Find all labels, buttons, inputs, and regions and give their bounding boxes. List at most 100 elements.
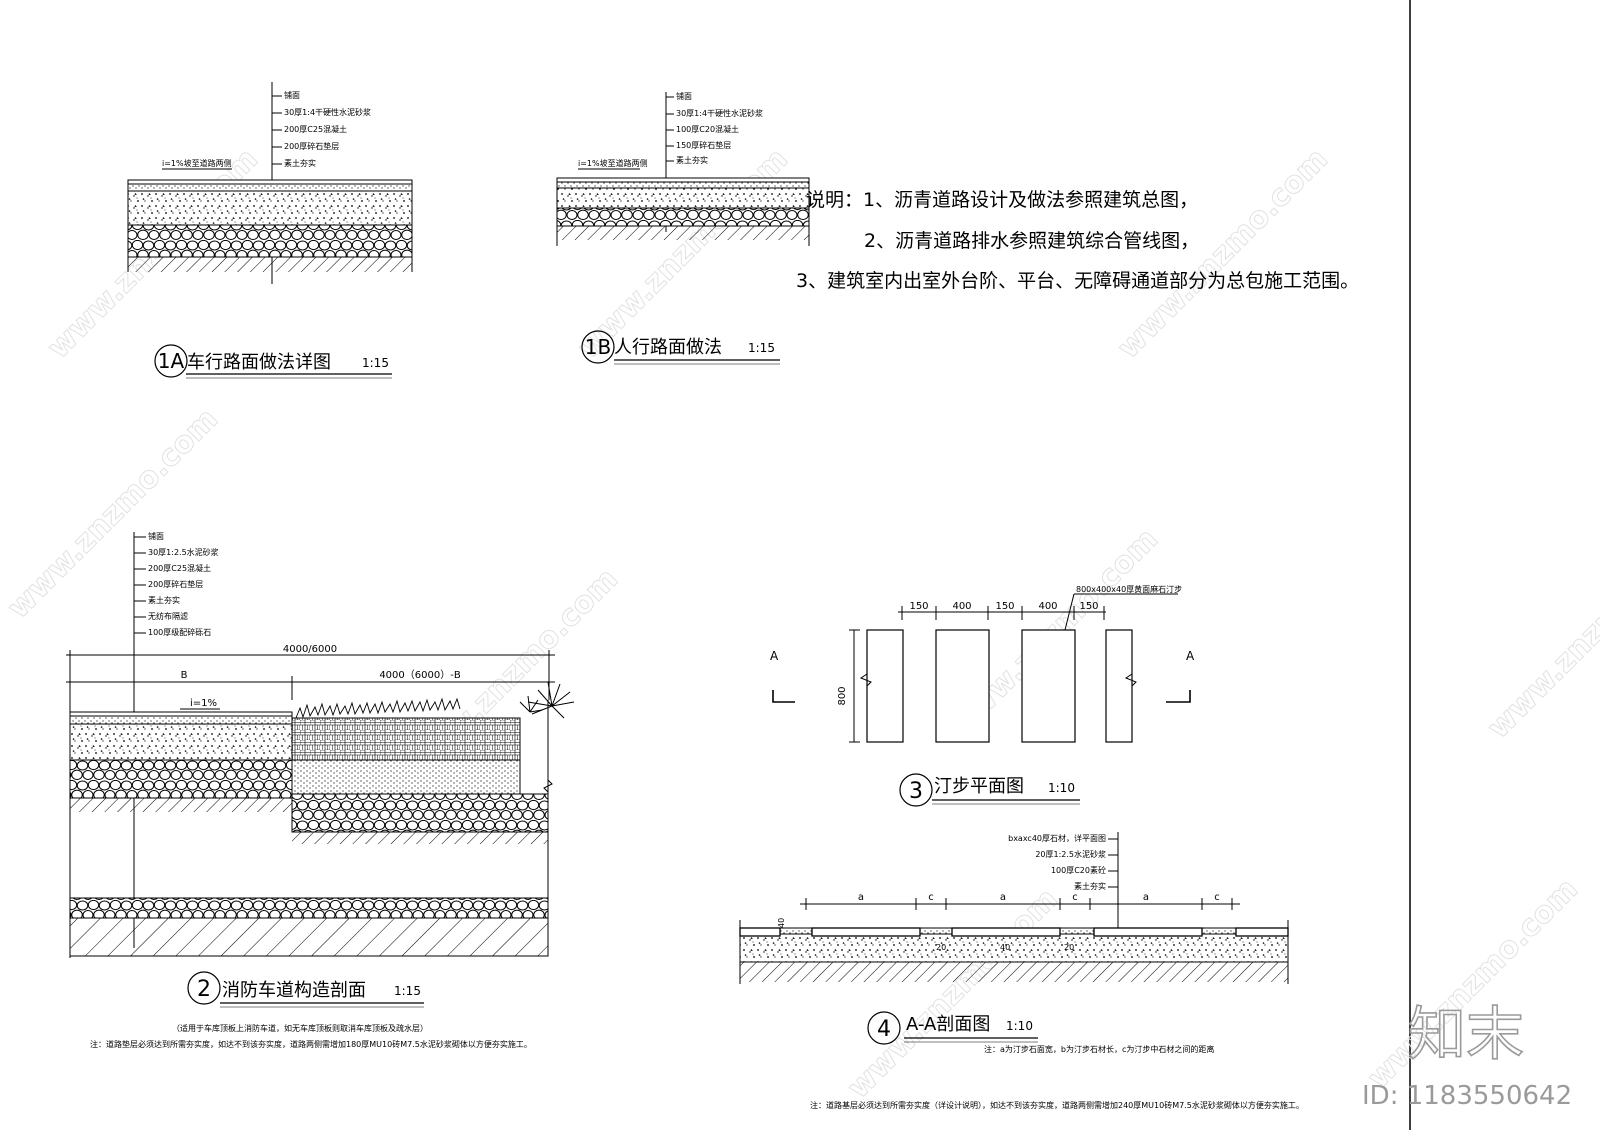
layer-label: 100厚级配碎砾石 [148, 627, 211, 637]
detail-scale: 1:10 [1006, 1019, 1033, 1033]
detail-number: 2 [197, 977, 211, 1002]
dim-label: 150 [909, 601, 928, 612]
stepping-stone [1021, 629, 1076, 743]
dim-small: 40 [777, 918, 786, 928]
stepping-stone [1105, 629, 1133, 743]
detail-4: bxaxc40厚石材，详平面图 20厚1:2.5水泥砂浆 100厚C20素砼 素… [739, 832, 1304, 1110]
detail-note: （适用于车库顶板上消防车道，如无车库顶板则取消车库顶板及疏水层） [172, 1023, 428, 1033]
detail-number: 3 [909, 779, 923, 804]
stepping-stone-section [739, 927, 781, 937]
dim-small: 20 [1064, 943, 1074, 952]
dim-label: c [1214, 892, 1220, 903]
dim-height: 800 [837, 686, 848, 705]
bottom-note: 注：道路基层必须达到所需夯实度（详设计说明），如达不到该夯实度，道路两侧需增加2… [810, 1100, 1304, 1110]
watermark-site: www.znzmo.com [1481, 522, 1600, 746]
mortar-layer [556, 181, 810, 189]
slope-label: i=1% [190, 698, 217, 709]
layer-label: 30厚1:4干硬性水泥砂浆 [284, 107, 371, 117]
detail-number-circle [187, 971, 221, 1005]
mortar-layer [69, 715, 293, 725]
concrete-layer [69, 723, 293, 761]
layer-label: 30厚1:4干硬性水泥砂浆 [676, 108, 763, 118]
layer-label: 素土夯实 [284, 158, 316, 168]
note-line-1: 说明：1、沥青道路设计及做法参照建筑总图， [806, 189, 1198, 211]
dim-rest: 4000（6000）-B [379, 669, 461, 681]
image-id: ID: 1183550642 [1362, 1081, 1572, 1111]
layer-label: 素土夯实 [1074, 881, 1106, 891]
layer-labels: 铺面 30厚1:4干硬性水泥砂浆 100厚C20混凝土 150厚碎石垫层 素土夯… [666, 91, 763, 165]
stepping-stone-section [951, 927, 1061, 937]
dim-small: 40 [1000, 943, 1010, 952]
layer-label: 100厚C20混凝土 [676, 124, 739, 134]
detail-3: 150 400 150 400 150 800x400x40厚黄面麻石汀步 80… [770, 584, 1195, 807]
concrete-layer [127, 190, 413, 226]
layer-labels: 铺面 30厚1:2.5水泥砂浆 200厚C25混凝土 200厚碎石垫层 素土夯实… [134, 531, 219, 637]
layer-label: 200厚碎石垫层 [284, 141, 339, 151]
stone-label: 800x400x40厚黄面麻石汀步 [1076, 584, 1182, 594]
soil-layer [292, 832, 548, 844]
dim-label: c [928, 892, 934, 903]
layer-label: 200厚C25混凝土 [148, 563, 211, 573]
drain-gravel-layer [291, 793, 549, 833]
note-line-3: 3、建筑室内出室外台阶、平台、无障碍通道部分为总包施工范围。 [796, 270, 1359, 292]
dim-small: 20 [936, 943, 946, 952]
section-mark: A [770, 649, 779, 663]
dim-label: c [1072, 892, 1078, 903]
detail-1b: 铺面 30厚1:4干硬性水泥砂浆 100厚C20混凝土 150厚碎石垫层 素土夯… [556, 91, 810, 365]
watermark-site: www.znzmo.com [1, 402, 225, 626]
layer-label: 200厚C25混凝土 [284, 124, 347, 134]
dimension-lines: 4000/6000 B 4000（6000）-B [66, 644, 555, 700]
planting-soil-layer [291, 717, 521, 761]
brand-logo: 知末 [1408, 1000, 1524, 1068]
concrete-layer [556, 187, 810, 209]
detail-1a: 铺面 30厚1:4干硬性水泥砂浆 200厚C25混凝土 200厚碎石垫层 素土夯… [127, 82, 413, 379]
layer-label: 无纺布隔滤 [148, 611, 188, 621]
detail-number-circle [154, 344, 188, 378]
stepping-stone-section [811, 927, 921, 937]
stepping-stone [866, 629, 904, 743]
detail-number-circle [899, 773, 933, 807]
layer-label: 200厚碎石垫层 [148, 579, 203, 589]
detail-title: 车行路面做法详图 [187, 352, 331, 373]
note-line-2: 2、沥青道路排水参照建筑综合管线图， [864, 230, 1199, 252]
gravel-layer [69, 759, 293, 799]
watermark-site: www.znzmo.com [1111, 142, 1335, 366]
detail-title: 人行路面做法 [614, 337, 722, 358]
layer-label: 素土夯实 [676, 155, 708, 165]
layer-label: 铺面 [148, 531, 164, 541]
layer-label: 素土夯实 [148, 595, 180, 605]
slope-label: i=1%坡至道路两侧 [162, 158, 232, 168]
soil-layer [557, 226, 809, 240]
section-mark: A [1186, 649, 1195, 663]
dim-b: B [181, 670, 188, 681]
shrub-icon [519, 681, 575, 719]
detail-title: 汀步平面图 [934, 776, 1024, 797]
detail-number-circle [581, 330, 615, 364]
gravel-layer [127, 224, 413, 258]
layer-label: 30厚1:2.5水泥砂浆 [148, 547, 219, 557]
detail-2: 铺面 30厚1:2.5水泥砂浆 200厚C25混凝土 200厚碎石垫层 素土夯实… [66, 531, 575, 1049]
slope-label: i=1%坡至道路两侧 [578, 158, 648, 168]
layer-label: 150厚碎石垫层 [676, 140, 731, 150]
grass-icon [295, 697, 461, 719]
dim-label: a [1143, 892, 1149, 903]
paving-layer [69, 711, 293, 717]
soil-layer [740, 962, 1288, 982]
paving-layer [556, 177, 810, 183]
watermark-site: www.znzmo.com [841, 882, 1065, 1106]
layer-label: 20厚1:2.5水泥砂浆 [1035, 849, 1106, 859]
dim-label: 400 [952, 601, 971, 612]
detail-title: A-A剖面图 [906, 1014, 990, 1035]
soil-layer [70, 798, 292, 812]
detail-legend: 注：a为汀步石面宽，b为汀步石材长，c为汀步中石材之间的距离 [984, 1044, 1214, 1054]
layer-labels: 铺面 30厚1:4干硬性水泥砂浆 200厚C25混凝土 200厚碎石垫层 素土夯… [272, 90, 371, 168]
detail-scale: 1:10 [1048, 781, 1075, 795]
dim-total: 4000/6000 [283, 644, 337, 655]
garage-roof-slab [69, 917, 549, 957]
drain-layer [69, 897, 549, 919]
detail-scale: 1:15 [362, 356, 389, 370]
layer-labels: bxaxc40厚石材，详平面图 20厚1:2.5水泥砂浆 100厚C20素砼 素… [1008, 833, 1118, 891]
dim-label: a [858, 892, 864, 903]
layer-label: bxaxc40厚石材，详平面图 [1008, 833, 1106, 843]
